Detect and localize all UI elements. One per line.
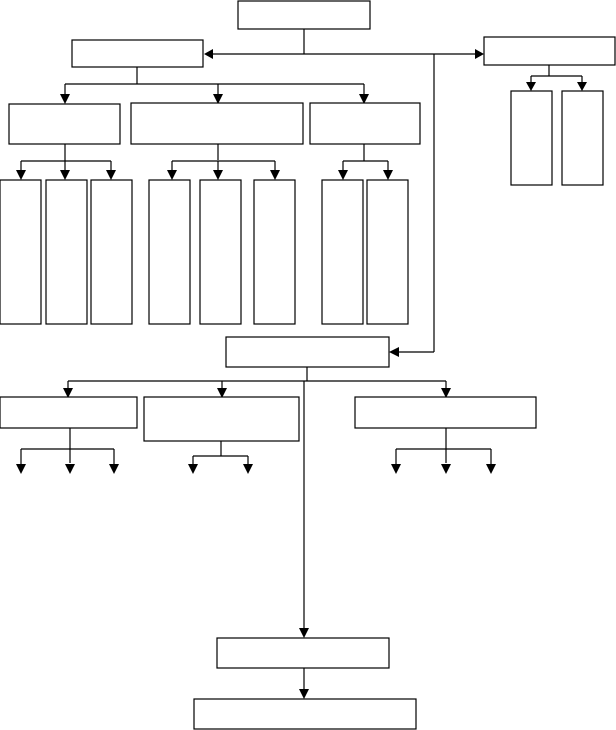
leaf-box [561,90,604,186]
leaf-box [366,179,409,325]
arrow-head [391,464,401,474]
arrow-head [16,464,26,474]
arrow-head [65,464,75,474]
arrow-head [63,388,73,398]
arrow-head [383,170,393,180]
arrow-head [526,82,536,91]
sub-box [130,102,304,145]
leaf-box [45,179,88,325]
leaf-box [321,179,364,325]
sub-box [0,396,138,429]
arrow-head [389,347,399,357]
arrow-head [475,49,484,59]
leaf-box [510,90,553,186]
arrow-head [213,94,223,104]
arrow-head [16,170,26,180]
leaf-box [253,179,296,325]
arrow-head [243,464,253,474]
bottom-1-box [216,637,390,669]
arrow-head [60,170,70,180]
branch-right-box [483,36,616,66]
arrow-head [299,628,309,638]
arrow-head [299,689,309,699]
sub-box [309,102,421,145]
arrow-head [188,464,198,474]
arrow-head [486,464,496,474]
bottom-2-box [193,698,417,730]
sub-box [354,396,537,429]
leaf-box [0,179,42,325]
leaf-box [148,179,191,325]
leaf-box [199,179,242,325]
arrow-head [60,94,70,104]
arrow-head [270,170,280,180]
branch-left-box [71,39,204,68]
root-box [237,0,371,30]
arrow-head [338,170,348,180]
arrow-head [109,464,119,474]
arrow-head [106,170,116,180]
arrow-head [204,49,213,59]
arrow-head [167,170,177,180]
arrow-head [359,94,369,104]
branch-middle-box [225,336,390,368]
arrow-head [217,388,227,398]
sub-box [8,103,121,145]
leaf-box [90,179,133,325]
sub-box [143,396,300,442]
arrow-head [213,170,223,180]
arrow-head [441,388,451,398]
arrow-head [441,464,451,474]
arrow-head [577,82,587,91]
